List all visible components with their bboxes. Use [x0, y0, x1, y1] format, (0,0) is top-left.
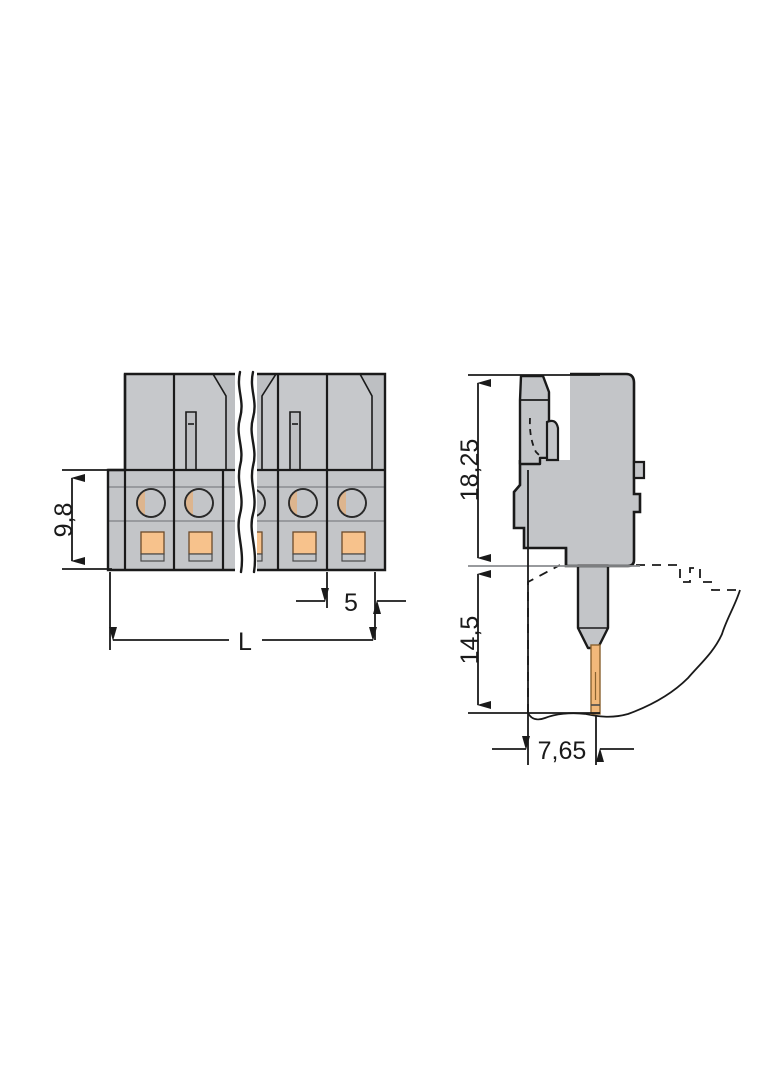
hole-1 [136, 488, 166, 518]
board-curve-right [585, 589, 741, 718]
dimension-length-L: L [109, 572, 377, 656]
solder-pin [590, 644, 601, 715]
side-view: 18,25 14,5 7,65 [456, 372, 741, 765]
dim-label-5: 5 [344, 589, 358, 617]
dim-label-7-65: 7,65 [538, 737, 587, 765]
break-squiggle-right [250, 370, 257, 574]
side-lever-hook [545, 419, 560, 462]
contact-5 [341, 531, 366, 562]
front-view: 9,8 5 L [50, 370, 406, 656]
lever-slot-2 [289, 411, 301, 471]
front-view-right-segment [236, 372, 387, 572]
side-lever-hidden-edge [528, 417, 543, 459]
front-upper-right-fill [253, 374, 385, 470]
dim-label-9-8: 9,8 [50, 503, 78, 538]
dimension-height-9-8: 9,8 [50, 469, 112, 570]
front-upper-left-fill [125, 374, 239, 470]
contact-1 [140, 531, 165, 562]
contact-2 [188, 531, 213, 562]
hole-2 [184, 488, 214, 518]
dim-label-14-5: 14,5 [456, 616, 484, 665]
board-dashed-outline [636, 564, 740, 591]
hole-4 [288, 488, 318, 518]
side-flange-fill [514, 460, 604, 566]
dim-label-18-25: 18,25 [456, 439, 484, 502]
break-line [235, 370, 257, 574]
contact-4 [292, 531, 317, 562]
dimension-height-18-25: 18,25 [456, 379, 491, 562]
dimension-height-14-5: 14,5 [456, 570, 491, 709]
hole-5 [337, 488, 367, 518]
lever-slot-1 [185, 411, 197, 471]
dim-label-L: L [238, 628, 252, 656]
dimension-width-7-65: 7,65 [492, 470, 634, 765]
side-pin-shroud [576, 564, 610, 650]
break-squiggle-left [237, 370, 244, 574]
side-housing-notch [632, 460, 646, 480]
front-view-left-segment [106, 372, 241, 572]
